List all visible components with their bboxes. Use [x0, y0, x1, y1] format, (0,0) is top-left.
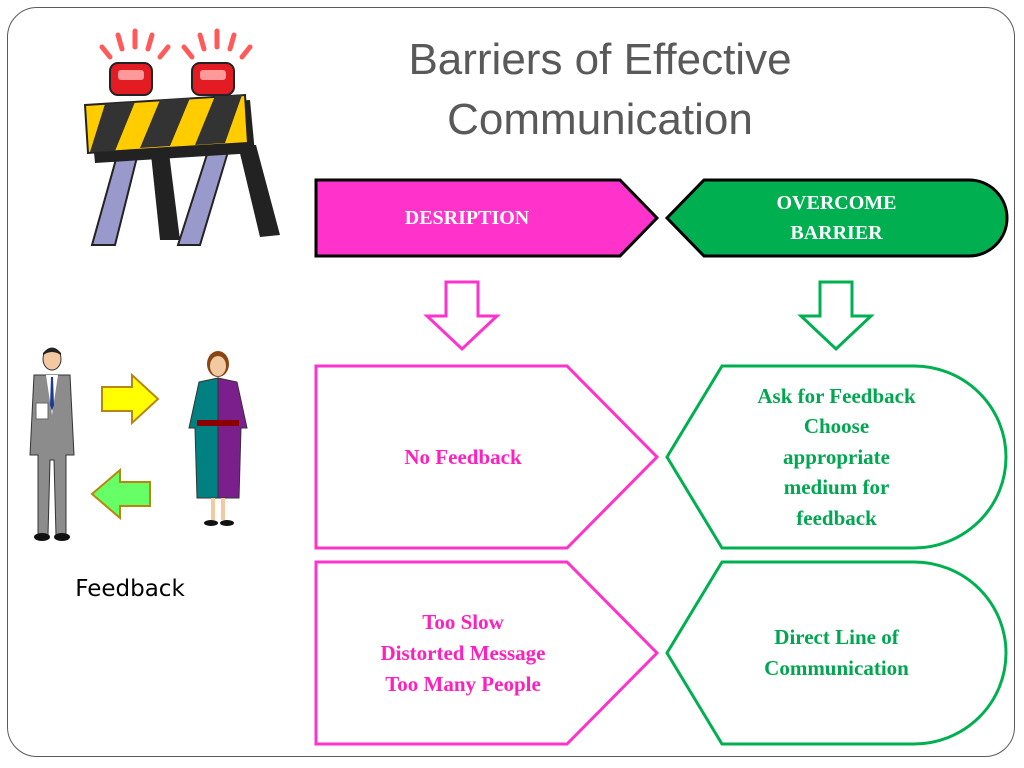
- arrow-right-yellow-icon: [100, 372, 160, 426]
- title-line-1: Barriers of Effective: [408, 35, 792, 84]
- slide-frame: [7, 7, 1015, 757]
- row2-solution-line-1: Direct Line of: [774, 625, 899, 649]
- row1-description-line-1: No Feedback: [404, 444, 522, 469]
- row2-description-box: Too Slow Distorted Message Too Many Peop…: [314, 560, 660, 746]
- header-overcome-line-2: BARRIER: [790, 222, 883, 244]
- row1-solution-line-5: feedback: [796, 505, 877, 530]
- row1-solution-line-3: appropriate: [783, 444, 890, 469]
- row1-solution-line-2: Choose: [803, 414, 870, 439]
- row2-description-line-2: Distorted Message: [380, 640, 546, 665]
- businesswoman-icon: [185, 348, 251, 530]
- row2-solution-box: Direct Line of Communication: [664, 560, 1010, 746]
- businessman-icon: [22, 345, 82, 545]
- row2-description-line-1: Too Slow: [422, 609, 504, 634]
- feedback-caption: Feedback: [75, 576, 185, 602]
- row1-solution-line-4: medium for: [783, 475, 890, 500]
- row2-description-line-3: Too Many People: [385, 671, 541, 696]
- arrow-down-magenta-icon: [423, 280, 501, 352]
- row1-description-box: No Feedback: [314, 364, 660, 550]
- header-description-label: DESRIPTION: [404, 206, 530, 229]
- road-barrier-icon: [80, 25, 290, 250]
- header-overcome-barrier: OVERCOME BARRIER: [664, 178, 1010, 258]
- arrow-down-green-icon: [797, 280, 875, 352]
- header-description: DESRIPTION: [314, 178, 660, 258]
- row1-solution-box: Ask for Feedback Choose appropriate medi…: [664, 364, 1010, 550]
- slide-title: Barriers of Effective Communication: [330, 30, 870, 150]
- title-line-2: Communication: [447, 95, 753, 144]
- row1-solution-line-1: Ask for Feedback: [757, 383, 916, 408]
- row2-solution-line-2: Communication: [764, 656, 909, 680]
- header-overcome-line-1: OVERCOME: [776, 192, 897, 214]
- arrow-left-green-icon: [90, 467, 152, 521]
